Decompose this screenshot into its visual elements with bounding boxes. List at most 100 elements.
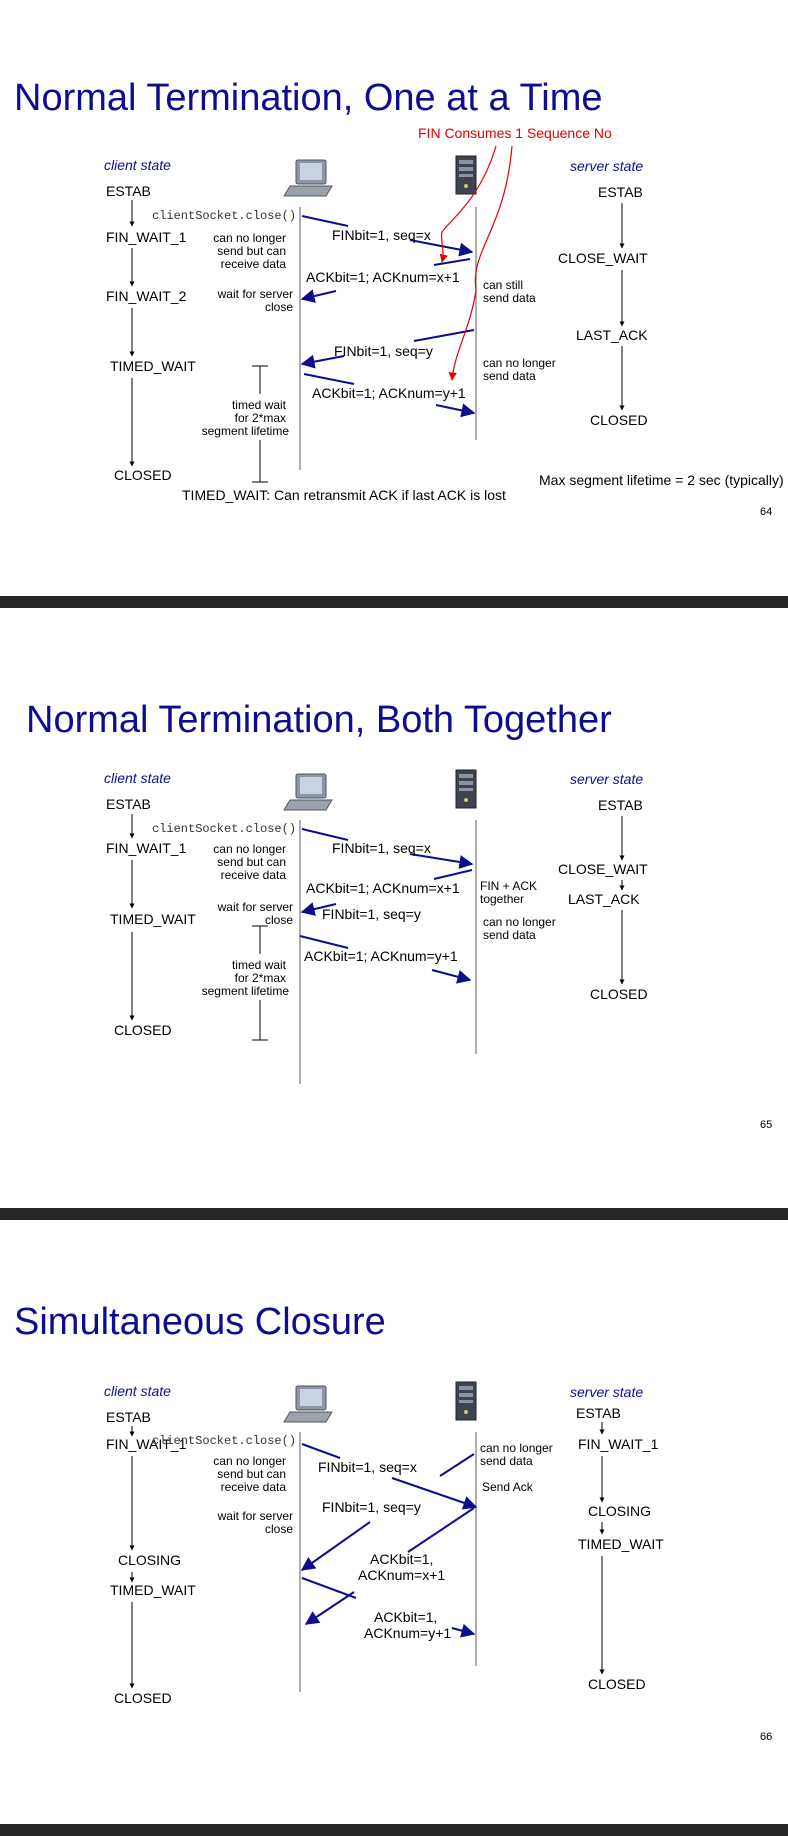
client-state-header: client state (104, 770, 171, 786)
svg-text:can no longer: can no longer (213, 1454, 286, 1468)
slide-title: Normal Termination, One at a Time (14, 77, 603, 119)
slide-title: Simultaneous Closure (14, 1301, 386, 1343)
client-state-closed: CLOSED (114, 1690, 172, 1706)
client-state-fin-wait-1: FIN_WAIT_1 (106, 840, 187, 856)
client-state-closed: CLOSED (114, 467, 172, 483)
client-note-timed-wait: timed wait for 2*max segment lifetime (202, 398, 290, 438)
client-state-header: client state (104, 1383, 171, 1399)
server-state-estab: ESTAB (576, 1405, 621, 1421)
message-ack-x: ACKbit=1, ACKnum=x+1 (304, 1507, 475, 1625)
server-state-header: server state (570, 771, 643, 787)
client-state-estab: ESTAB (106, 1409, 151, 1425)
svg-text:timed wait: timed wait (232, 958, 287, 972)
laptop-icon (283, 773, 333, 811)
svg-text:can no longer: can no longer (213, 842, 286, 856)
server-state-closing: CLOSING (588, 1503, 651, 1519)
message-ack-x: ACKbit=1; ACKnum=x+1 (300, 258, 471, 303)
slide-both-together: Normal Termination, Both Together client… (0, 608, 788, 1198)
svg-text:wait for server: wait for server (217, 900, 293, 914)
svg-text:Send Ack: Send Ack (482, 1480, 534, 1494)
svg-text:FINbit=1, seq=x: FINbit=1, seq=x (332, 227, 431, 243)
client-state-fin-wait-2: FIN_WAIT_2 (106, 288, 187, 304)
client-state-estab: ESTAB (106, 796, 151, 812)
server-note-no-longer-send: can no longer send data (483, 915, 556, 942)
message-ack-x: ACKbit=1; ACKnum=x+1 (300, 869, 473, 916)
svg-text:segment lifetime: segment lifetime (202, 424, 290, 438)
svg-text:FIN + ACK: FIN + ACK (480, 879, 537, 893)
message-ack-y: ACKbit=1; ACKnum=y+1 (304, 948, 472, 984)
svg-text:ACKnum=y+1: ACKnum=y+1 (364, 1625, 451, 1641)
svg-text:for 2*max: for 2*max (235, 411, 286, 425)
server-state-fin-wait-1: FIN_WAIT_1 (578, 1436, 659, 1452)
svg-text:send but can: send but can (217, 244, 286, 258)
server-note-fin-ack-together: FIN + ACK together (480, 879, 537, 906)
client-state-header: client state (104, 157, 171, 173)
svg-text:receive data: receive data (221, 1480, 287, 1494)
message-ack-y: ACKbit=1; ACKnum=y+1 (303, 373, 476, 418)
svg-text:FINbit=1, seq=y: FINbit=1, seq=y (322, 1499, 421, 1515)
svg-text:ACKbit=1; ACKnum=y+1: ACKbit=1; ACKnum=y+1 (312, 385, 466, 401)
timed-wait-bracket (252, 925, 268, 1041)
svg-text:wait for server: wait for server (217, 287, 293, 301)
close-call-label: clientSocket.close() (152, 1434, 296, 1448)
svg-text:close: close (265, 300, 293, 314)
client-note-send-receive: can no longer send but can receive data (213, 1454, 286, 1494)
server-state-closed: CLOSED (588, 1676, 646, 1692)
diagram-canvas: Simultaneous Closure client state server… (14, 1301, 772, 1743)
svg-text:FINbit=1, seq=x: FINbit=1, seq=x (332, 840, 431, 856)
svg-text:for 2*max: for 2*max (235, 971, 286, 985)
svg-text:send data: send data (483, 291, 536, 305)
client-note-wait-server: wait for server close (217, 287, 294, 314)
client-state-estab: ESTAB (106, 183, 151, 199)
server-state-estab: ESTAB (598, 797, 643, 813)
server-state-last-ack: LAST_ACK (576, 327, 648, 343)
svg-text:timed wait: timed wait (232, 398, 287, 412)
red-annotation: FIN Consumes 1 Sequence No (418, 125, 612, 141)
server-state-estab: ESTAB (598, 184, 643, 200)
client-state-fin-wait-1: FIN_WAIT_1 (106, 229, 187, 245)
slide-title: Normal Termination, Both Together (26, 699, 612, 741)
svg-text:ACKbit=1,: ACKbit=1, (370, 1551, 433, 1567)
server-state-last-ack: LAST_ACK (568, 891, 640, 907)
message-fin-y: FINbit=1, seq=y (300, 1453, 475, 1571)
svg-text:close: close (265, 913, 293, 927)
message-fin-x: FINbit=1, seq=x (301, 215, 474, 257)
page-number: 64 (760, 506, 772, 518)
svg-text:FINbit=1, seq=y: FINbit=1, seq=y (334, 343, 433, 359)
close-call-label: clientSocket.close() (152, 209, 296, 223)
client-state-fin-wait-1: FIN_WAIT_1 (106, 1436, 187, 1452)
timed-wait-note: TIMED_WAIT: Can retransmit ACK if last A… (182, 487, 506, 503)
server-note-no-longer-send: can no longer send data (483, 356, 556, 383)
message-fin-x: FINbit=1, seq=x (301, 828, 474, 869)
server-state-header: server state (570, 1384, 643, 1400)
server-state-close-wait: CLOSE_WAIT (558, 861, 648, 877)
svg-text:send data: send data (483, 928, 536, 942)
close-call-label: clientSocket.close() (152, 822, 296, 836)
timed-wait-bracket (252, 365, 268, 483)
svg-text:receive data: receive data (221, 257, 287, 271)
svg-text:send but can: send but can (217, 855, 286, 869)
server-tower-icon (455, 1381, 477, 1421)
svg-text:ACKbit=1; ACKnum=x+1: ACKbit=1; ACKnum=x+1 (306, 269, 460, 285)
slide-simultaneous-closure: Simultaneous Closure client state server… (0, 1222, 788, 1812)
server-note-can-still-send: can still send data (483, 278, 536, 305)
max-segment-lifetime-note: Max segment lifetime = 2 sec (typically) (539, 472, 784, 488)
svg-text:can no longer: can no longer (483, 915, 556, 929)
slide-divider (0, 1208, 788, 1220)
server-state-header: server state (570, 158, 643, 174)
message-fin-y: FINbit=1, seq=y (299, 906, 421, 949)
svg-text:ACKbit=1; ACKnum=y+1: ACKbit=1; ACKnum=y+1 (304, 948, 458, 964)
server-note-no-longer-send: can no longer send data (480, 1441, 553, 1468)
svg-text:can still: can still (483, 278, 523, 292)
message-fin-y: FINbit=1, seq=y (300, 329, 475, 369)
svg-text:FINbit=1, seq=x: FINbit=1, seq=x (318, 1459, 417, 1475)
client-state-closed: CLOSED (114, 1022, 172, 1038)
svg-text:ACKbit=1,: ACKbit=1, (374, 1609, 437, 1625)
svg-text:receive data: receive data (221, 868, 287, 882)
server-tower-icon (455, 155, 477, 195)
client-state-timed-wait: TIMED_WAIT (110, 1582, 196, 1598)
server-state-timed-wait: TIMED_WAIT (578, 1536, 664, 1552)
page-number: 66 (760, 1731, 772, 1743)
client-state-closing: CLOSING (118, 1552, 181, 1568)
client-note-wait-server: wait for server close (217, 1509, 294, 1536)
